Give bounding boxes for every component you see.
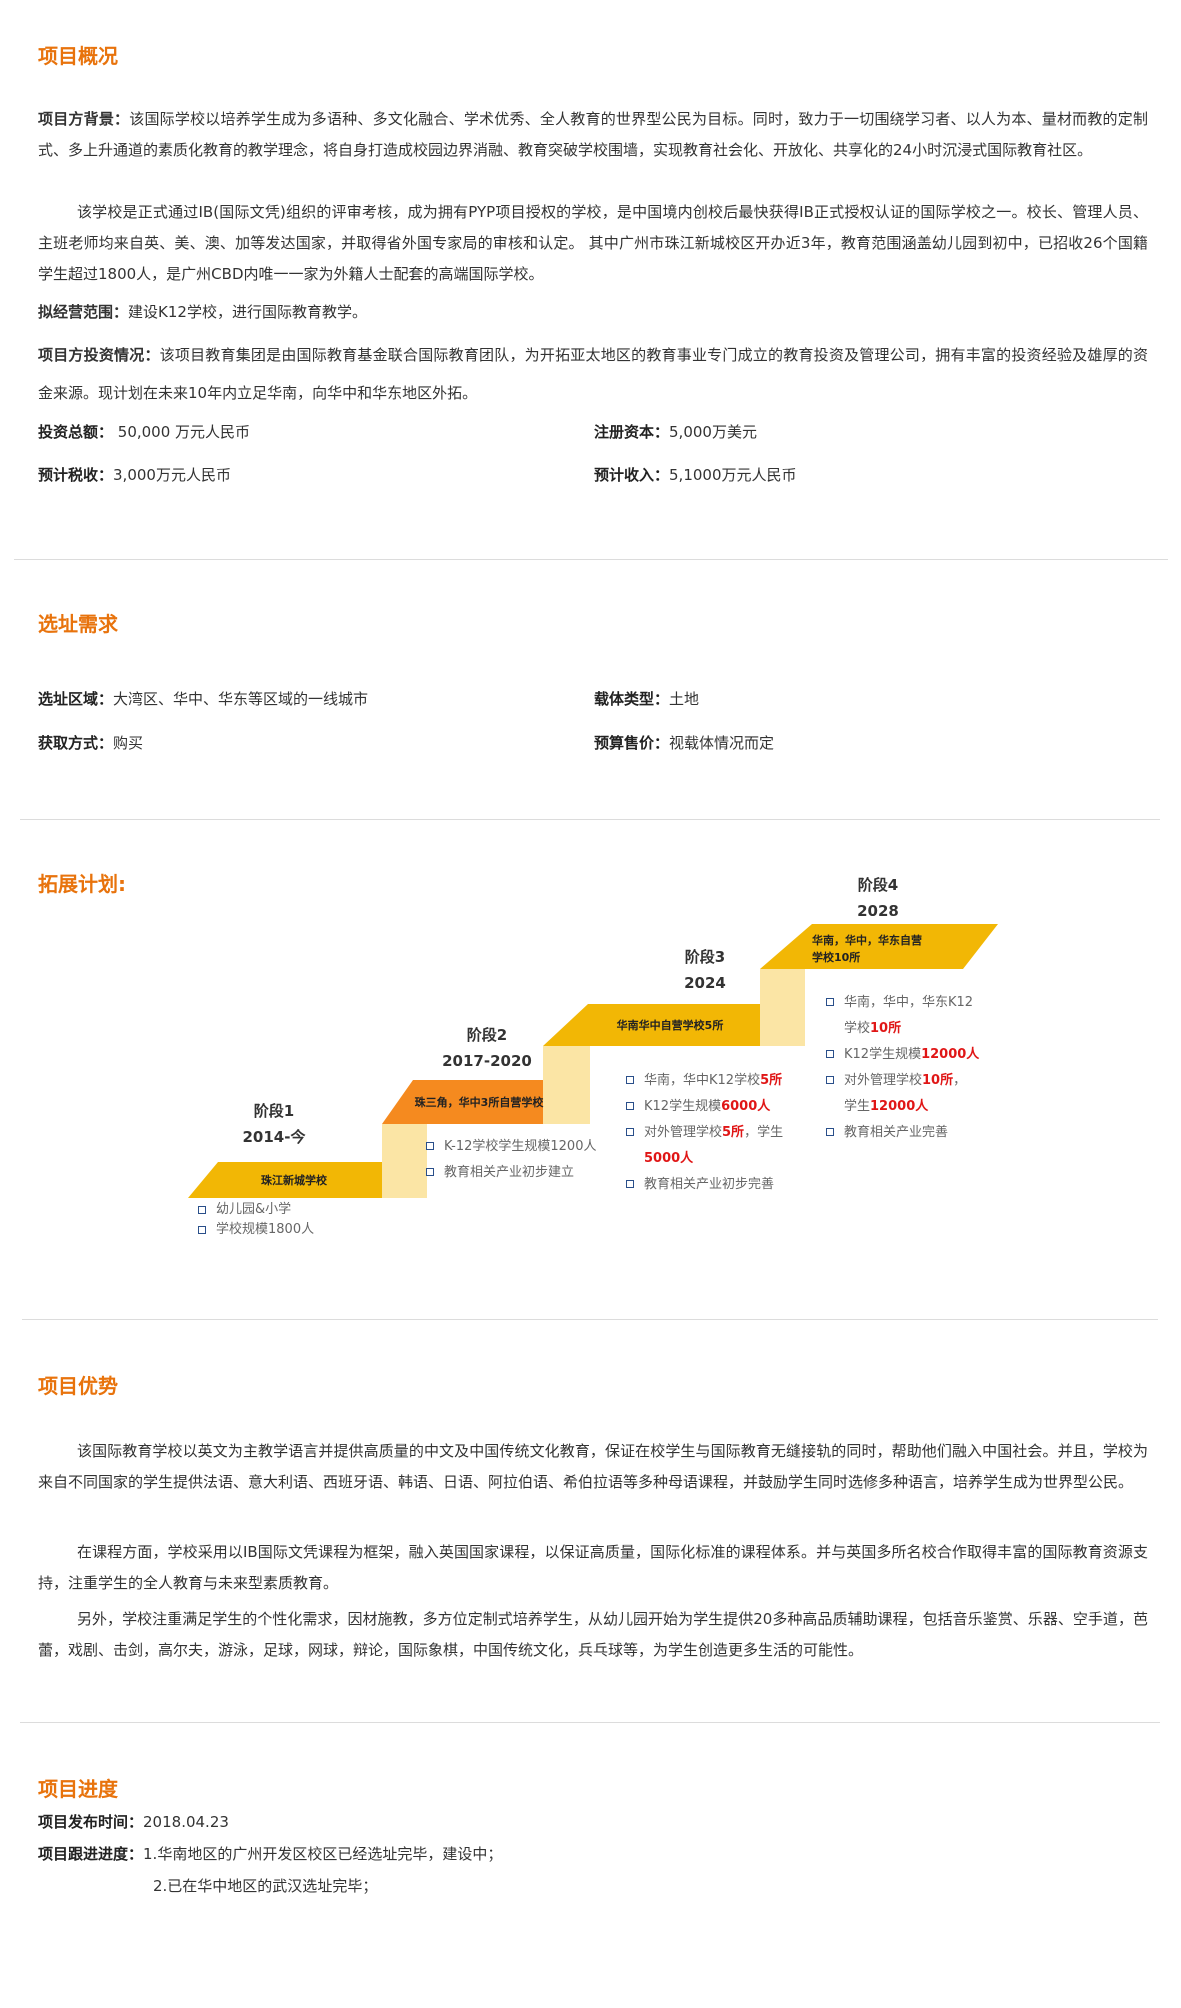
expected-tax-value: 3,000万元人民币: [113, 466, 231, 484]
stage4-bar-line2: 学校10所: [812, 951, 861, 964]
investor-text: 该项目教育集团是由国际教育基金联合国际教育团队，为开拓亚太地区的教育事业专门成立…: [38, 346, 1148, 402]
stage4-bar-line1: 华南，华中，华东自营: [812, 934, 922, 947]
stage1-label: 阶段1 2014-今: [214, 1098, 334, 1150]
investor-paragraph: 项目方投资情况：该项目教育集团是由国际教育基金联合国际教育团队，为开拓亚太地区的…: [38, 336, 1148, 412]
list-item: 对外管理学校5所，学生: [626, 1120, 783, 1146]
expected-income-label: 预计收入：: [594, 466, 670, 484]
investor-label: 项目方投资情况：: [38, 346, 160, 364]
list-item: 教育相关产业初步建立: [426, 1160, 596, 1186]
list-item: K12学生规模6000人: [626, 1094, 783, 1120]
expected-income-value: 5,1000万元人民币: [669, 466, 797, 484]
stage2-bar: [382, 1080, 575, 1124]
tracking-item-1: 1.华南地区的广州开发区校区已经选址完毕，建设中；: [143, 1845, 503, 1863]
stage3-bullets: 华南，华中K12学校5所 K12学生规模6000人 对外管理学校5所，学生 50…: [626, 1068, 783, 1198]
acquire-method-value: 购买: [113, 734, 144, 752]
scope-text: 建设K12学校，进行国际教育教学。: [128, 303, 367, 321]
total-investment-label: 投资总额：: [38, 423, 114, 441]
expected-tax: 预计税收：3,000万元人民币: [38, 463, 231, 487]
tracking-progress: 项目跟进进度：1.华南地区的广州开发区校区已经选址完毕，建设中；: [38, 1842, 502, 1866]
carrier-type-value: 土地: [669, 690, 700, 708]
section-title-site: 选址需求: [38, 612, 118, 636]
stage4-years: 2028: [857, 902, 899, 920]
tracking-item-2: 2.已在华中地区的武汉选址完毕；: [153, 1877, 378, 1895]
stage1-years: 2014-今: [242, 1128, 306, 1146]
acquire-method: 获取方式：购买: [38, 731, 143, 755]
list-item: 教育相关产业完善: [826, 1120, 979, 1146]
list-item: 华南，华中，华东K12: [826, 990, 979, 1016]
site-region-value: 大湾区、华中、华东等区域的一线城市: [113, 690, 369, 708]
list-item: 对外管理学校10所，: [826, 1068, 979, 1094]
budget-price-value: 视载体情况而定: [669, 734, 775, 752]
publish-date-value: 2018.04.23: [143, 1813, 229, 1831]
stage4-bar-text: 华南，华中，华东自营 学校10所: [812, 932, 922, 966]
list-item-continued: 学生12000人: [844, 1099, 929, 1114]
list-item: 学校规模1800人: [198, 1220, 314, 1240]
stage1-bar-text: 珠江新城学校: [261, 1174, 327, 1187]
background-label: 项目方背景：: [38, 110, 130, 128]
stage3-bar: [543, 1004, 788, 1046]
section-title-advantages: 项目优势: [38, 1374, 118, 1398]
stage3-label: 阶段3 2024: [645, 944, 765, 996]
stage4-name: 阶段4: [857, 876, 899, 894]
list-item: 教育相关产业初步完善: [626, 1172, 783, 1198]
background-paragraph: 项目方背景：该国际学校以培养学生成为多语种、多文化融合、学术优秀、全人教育的世界…: [38, 104, 1148, 166]
scope-paragraph: 拟经营范围：建设K12学校，进行国际教育教学。: [38, 297, 1148, 328]
acquire-method-label: 获取方式：: [38, 734, 114, 752]
stage4-bar: [760, 924, 998, 969]
section-title-plan: 拓展计划:: [38, 872, 126, 896]
stage4-label: 阶段4 2028: [818, 872, 938, 924]
tracking-progress-label: 项目跟进进度：: [38, 1845, 144, 1863]
budget-price: 预算售价：视载体情况而定: [594, 731, 774, 755]
publish-date: 项目发布时间：2018.04.23: [38, 1810, 229, 1834]
stage2-label: 阶段2 2017-2020: [427, 1022, 547, 1074]
total-investment: 投资总额： 50,000 万元人民币: [38, 420, 250, 444]
stage3-years: 2024: [684, 974, 726, 992]
stage2-name: 阶段2: [466, 1026, 508, 1044]
registered-capital: 注册资本：5,000万美元: [594, 420, 757, 444]
expected-income: 预计收入：5,1000万元人民币: [594, 463, 797, 487]
registered-capital-label: 注册资本：: [594, 423, 670, 441]
publish-date-label: 项目发布时间：: [38, 1813, 144, 1831]
scope-label: 拟经营范围：: [38, 303, 129, 321]
list-item: 华南，华中K12学校5所: [626, 1068, 783, 1094]
list-item-continued: 5000人: [644, 1151, 694, 1166]
advantage-paragraph-2: 在课程方面，学校采用以IB国际文凭课程为框架，融入英国国家课程，以保证高质量，国…: [38, 1543, 1148, 1592]
stage1-name: 阶段1: [253, 1102, 295, 1120]
stage1-bullets: 幼儿园&小学 学校规模1800人: [198, 1200, 314, 1240]
divider: [20, 1722, 1160, 1723]
carrier-type-label: 载体类型：: [594, 690, 670, 708]
stage3-name: 阶段3: [684, 948, 726, 966]
list-item-continued: 学校10所: [844, 1021, 902, 1036]
divider: [14, 559, 1168, 560]
expected-tax-label: 预计税收：: [38, 466, 114, 484]
stage4-bullets: 华南，华中，华东K12 学校10所 K12学生规模12000人 对外管理学校10…: [826, 990, 979, 1146]
section-title-overview: 项目概况: [38, 44, 118, 68]
site-region-label: 选址区域：: [38, 690, 114, 708]
list-item: K-12学校学生规模1200人: [426, 1134, 596, 1160]
list-item: K12学生规模12000人: [826, 1042, 979, 1068]
background-text: 该国际学校以培养学生成为多语种、多文化融合、学术优秀、全人教育的世界型公民为目标…: [38, 110, 1148, 159]
site-region: 选址区域：大湾区、华中、华东等区域的一线城市: [38, 687, 368, 711]
advantage-paragraph-1: 该国际教育学校以英文为主教学语言并提供高质量的中文及中国传统文化教育，保证在校学…: [38, 1442, 1148, 1491]
budget-price-label: 预算售价：: [594, 734, 670, 752]
riser-1: [382, 1124, 427, 1198]
stage2-years: 2017-2020: [442, 1052, 532, 1070]
stage2-bullets: K-12学校学生规模1200人 教育相关产业初步建立: [426, 1134, 596, 1186]
carrier-type: 载体类型：土地: [594, 687, 699, 711]
list-item: 幼儿园&小学: [198, 1200, 314, 1220]
divider: [20, 819, 1160, 820]
school-paragraph: 该学校是正式通过IB(国际文凭)组织的评审考核，成为拥有PYP项目授权的学校，是…: [38, 203, 1148, 283]
riser-2: [543, 1046, 590, 1124]
stage3-bar-text: 华南华中自营学校5所: [616, 1019, 724, 1032]
section-title-progress: 项目进度: [38, 1777, 118, 1801]
registered-capital-value: 5,000万美元: [669, 423, 757, 441]
divider: [22, 1319, 1158, 1320]
total-investment-value: 50,000 万元人民币: [113, 423, 251, 441]
advantage-paragraph-3: 另外，学校注重满足学生的个性化需求，因材施教，多方位定制式培养学生，从幼儿园开始…: [38, 1610, 1148, 1659]
riser-3: [760, 969, 805, 1046]
stage2-bar-text: 珠三角，华中3所自营学校: [414, 1096, 544, 1109]
stage1-bar: [188, 1162, 382, 1198]
